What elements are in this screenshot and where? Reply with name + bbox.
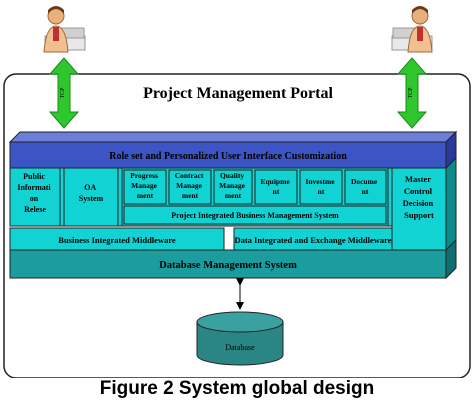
contract-line-2: Manage: [176, 181, 203, 190]
left-tcp-label: TCP: [60, 87, 66, 99]
document-line-2: nt: [362, 187, 369, 196]
master-line-3: Decision: [403, 198, 434, 208]
svg-text:Docume nt: Docume nt: [351, 177, 379, 196]
svg-text:Master Control Dec: Master Control Decision Support: [403, 174, 436, 220]
contract-management-box: Contract Manage ment: [168, 169, 212, 205]
project-integrated-label: Project Integrated Business Management S…: [171, 211, 339, 220]
master-line-4: Support: [404, 210, 434, 220]
oa-system-line-1: OA: [84, 183, 96, 192]
svg-text:Equipme nt: Equipme nt: [260, 177, 291, 196]
right-tcp-label: TCP: [408, 87, 414, 99]
investment-line-1: Investme: [305, 177, 335, 186]
public-info-line-3: on: [30, 194, 39, 203]
progress-management-box: Progress Manage ment: [123, 169, 167, 205]
progress-line-2: Manage: [131, 181, 158, 190]
investment-box: Investme nt: [299, 169, 343, 205]
data-middleware-label: Data Integrated and Exchange Middleware: [234, 235, 391, 245]
equipment-line-1: Equipme: [260, 177, 290, 186]
progress-line-1: Progress: [130, 171, 158, 180]
master-line-1: Master: [405, 174, 431, 184]
left-tcp-arrow: TCP: [48, 57, 80, 129]
business-middleware-bar: Business Integrated Middleware: [9, 227, 225, 251]
svg-text:Public Informati o: Public Informati on Relese: [17, 172, 52, 214]
contract-line-1: Contract: [175, 171, 204, 180]
equipment-line-2: nt: [273, 187, 280, 196]
portal-title: Project Management Portal: [143, 85, 333, 102]
dbms-label: Database Management System: [159, 260, 297, 271]
public-info-line-1: Public: [23, 172, 45, 181]
progress-line-3: ment: [137, 191, 154, 200]
oa-system-line-2: System: [79, 194, 104, 203]
svg-text:Progress Manage me: Progress Manage ment: [130, 171, 160, 200]
public-info-line-2: Informati: [17, 183, 51, 192]
quality-line-3: ment: [225, 191, 242, 200]
investment-line-2: nt: [318, 187, 325, 196]
business-middleware-label: Business Integrated Middleware: [58, 235, 176, 245]
project-integrated-bar: Project Integrated Business Management S…: [123, 205, 387, 225]
database-label: Database: [225, 343, 255, 352]
quality-line-2: Manage: [219, 181, 246, 190]
role-set-label: Role set and Personalized User Interface…: [109, 151, 347, 162]
svg-text:Quality Manage men: Quality Manage ment: [219, 171, 247, 200]
svg-text:Investme nt: Investme nt: [305, 177, 336, 196]
equipment-box: Equipme nt: [254, 169, 298, 205]
left-user-icon: [43, 6, 86, 53]
document-box: Docume nt: [344, 169, 387, 205]
svg-text:Contract Manage me: Contract Manage ment: [175, 171, 206, 200]
public-info-line-4: Relese: [24, 205, 46, 214]
right-tcp-arrow: TCP: [396, 57, 428, 129]
contract-line-3: ment: [182, 191, 199, 200]
quality-management-box: Quality Manage ment: [213, 169, 253, 205]
public-info-release-box: Public Informati on Relese: [9, 167, 61, 227]
master-line-2: Control: [404, 186, 433, 196]
system-design-diagram: Project Management Portal TCP TCP Role s…: [3, 6, 471, 378]
role-set-bar: Role set and Personalized User Interface…: [8, 130, 458, 170]
master-control-box: Master Control Decision Support: [391, 156, 457, 252]
data-middleware-bar: Data Integrated and Exchange Middleware: [233, 227, 393, 251]
dbms-bar: Database Management System: [9, 238, 457, 280]
quality-line-1: Quality: [220, 171, 244, 180]
database-cylinder: Database: [196, 311, 284, 366]
svg-text:OA System: OA System: [79, 183, 104, 203]
oa-system-box: OA System: [63, 167, 119, 227]
right-user-icon: [391, 6, 433, 53]
document-line-1: Docume: [351, 177, 378, 186]
figure-caption: Figure 2 System global design: [99, 378, 375, 399]
